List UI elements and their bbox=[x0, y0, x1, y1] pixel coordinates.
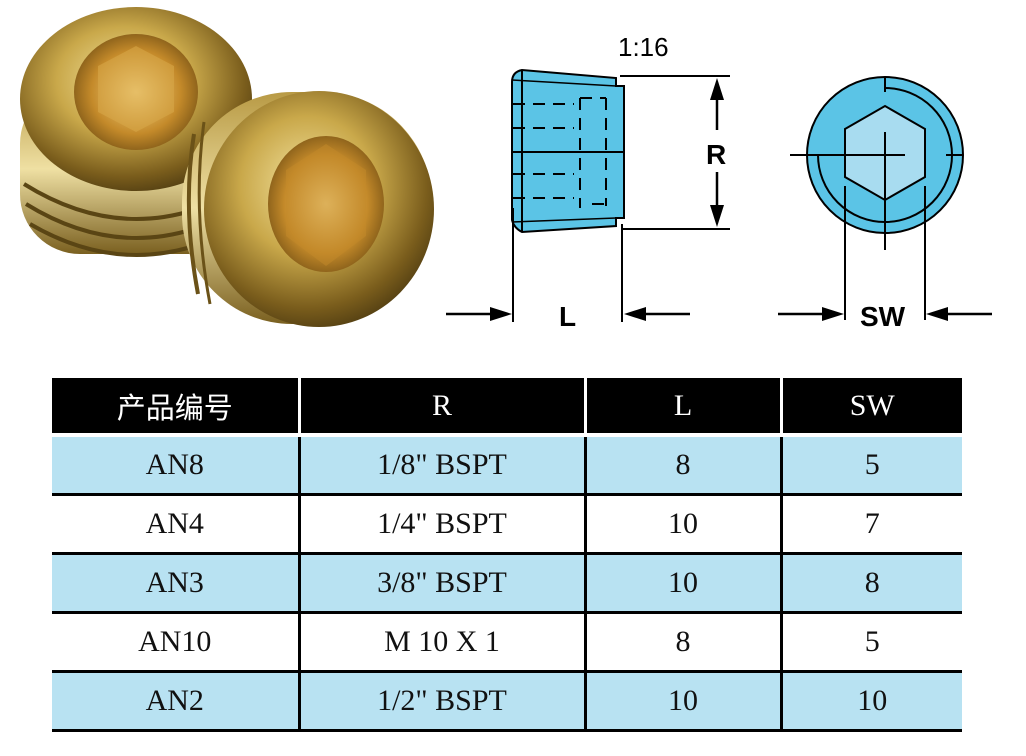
table-header-row: 产品编号 R L SW bbox=[52, 378, 962, 435]
cell-L: 8 bbox=[583, 433, 781, 496]
dimension-L: L bbox=[446, 208, 690, 332]
cell-code: AN2 bbox=[52, 671, 299, 732]
table-row: AN4 1/4" BSPT 10 7 bbox=[52, 494, 962, 555]
header-R: R bbox=[297, 378, 585, 435]
table-row: AN3 3/8" BSPT 10 8 bbox=[52, 553, 962, 614]
plug-side-body bbox=[511, 68, 625, 234]
cell-R: 1/8" BSPT bbox=[297, 433, 585, 496]
cell-SW: 5 bbox=[779, 612, 962, 673]
product-photo bbox=[20, 7, 434, 327]
table-row: AN8 1/8" BSPT 8 5 bbox=[52, 433, 962, 496]
R-label: R bbox=[706, 139, 726, 170]
spec-table: 产品编号 R L SW AN8 1/8" BSPT 8 5 AN4 1/4" B… bbox=[52, 378, 962, 732]
cell-R: 3/8" BSPT bbox=[297, 553, 585, 614]
cell-R: 1/4" BSPT bbox=[297, 494, 585, 555]
cell-SW: 5 bbox=[779, 433, 962, 496]
plug-end-body bbox=[790, 76, 964, 250]
cell-code: AN8 bbox=[52, 433, 299, 496]
side-view-drawing: 1:16 R L bbox=[446, 32, 730, 332]
cell-L: 10 bbox=[583, 671, 781, 732]
cell-L: 10 bbox=[583, 494, 781, 555]
cell-R: M 10 X 1 bbox=[297, 612, 585, 673]
header-SW: SW bbox=[779, 378, 962, 435]
brass-plug-right bbox=[182, 91, 434, 327]
end-view-drawing: SW bbox=[778, 76, 992, 332]
cell-L: 8 bbox=[583, 612, 781, 673]
cell-SW: 8 bbox=[779, 553, 962, 614]
cell-SW: 7 bbox=[779, 494, 962, 555]
taper-ratio-label: 1:16 bbox=[618, 32, 669, 62]
cell-L: 10 bbox=[583, 553, 781, 614]
dimension-SW: SW bbox=[778, 186, 992, 332]
cell-code: AN3 bbox=[52, 553, 299, 614]
dimension-R: R bbox=[620, 75, 730, 230]
header-product-code: 产品编号 bbox=[52, 378, 299, 435]
header-L: L bbox=[583, 378, 781, 435]
table-row: AN2 1/2" BSPT 10 10 bbox=[52, 671, 962, 732]
cell-R: 1/2" BSPT bbox=[297, 671, 585, 732]
cell-code: AN4 bbox=[52, 494, 299, 555]
L-label: L bbox=[559, 301, 576, 332]
cell-code: AN10 bbox=[52, 612, 299, 673]
table-row: AN10 M 10 X 1 8 5 bbox=[52, 612, 962, 673]
cell-SW: 10 bbox=[779, 671, 962, 732]
SW-label: SW bbox=[860, 301, 906, 332]
